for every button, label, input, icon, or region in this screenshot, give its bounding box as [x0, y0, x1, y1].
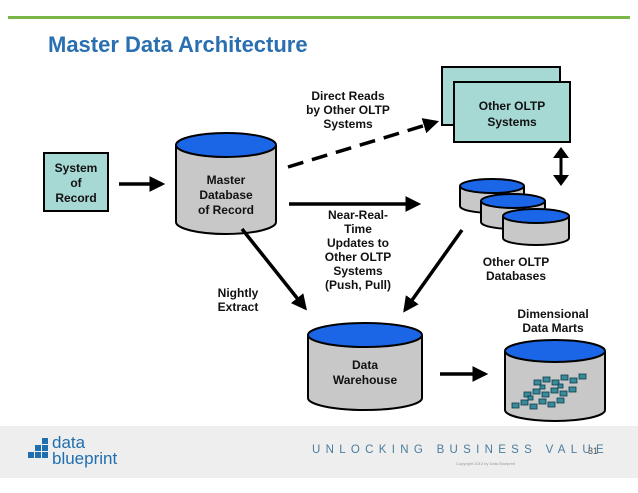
direct-reads-line-2: by Other OLTP	[306, 103, 390, 117]
master-database-cylinder: Master Database of Record	[175, 132, 277, 235]
star-schema-icon	[511, 373, 587, 410]
oltp-databases-line-1: Other OLTP	[483, 255, 549, 269]
logo-mark-icon	[28, 438, 48, 458]
arrow-oltp-to-warehouse	[403, 228, 464, 313]
architecture-diagram: System of Record Master Database of Reco…	[43, 66, 606, 422]
double-arrow-systems-databases	[553, 147, 569, 186]
data-blueprint-logo: data blueprint	[28, 434, 117, 468]
other-oltp-systems-line-2: Systems	[487, 115, 537, 129]
marts-line-1: Dimensional	[517, 307, 588, 321]
logo-word-bottom: blueprint	[52, 449, 117, 468]
footer-copyright: Copyright 2013 by Data Blueprint	[456, 461, 515, 466]
warehouse-line-1: Data	[352, 358, 378, 372]
nrt-line-6: (Push, Pull)	[325, 278, 391, 292]
other-oltp-systems-boxes: Other OLTP Systems	[441, 66, 571, 143]
data-marts-cylinder	[504, 339, 606, 422]
arrow-direct-reads-dashed	[287, 118, 440, 169]
slide-title: Master Data Architecture	[48, 32, 308, 57]
nrt-line-3: Updates to	[327, 236, 389, 250]
nrt-line-4: Other OLTP	[325, 250, 391, 264]
direct-reads-line-3: Systems	[323, 117, 373, 131]
direct-reads-line-1: Direct Reads	[311, 89, 385, 103]
master-db-line-2: Database	[199, 188, 253, 202]
system-of-record-line-3: Record	[55, 191, 96, 205]
footer-band	[0, 426, 638, 478]
other-oltp-databases-cylinders: Other OLTP Databases	[459, 178, 570, 283]
marts-line-2: Data Marts	[522, 321, 584, 335]
nightly-extract-label: Nightly Extract	[218, 286, 259, 314]
nrt-line-1: Near-Real-	[328, 208, 388, 222]
nrt-line-5: Systems	[333, 264, 383, 278]
nrt-line-2: Time	[344, 222, 372, 236]
top-accent-rule	[8, 16, 630, 19]
page-number: 31	[588, 446, 599, 456]
master-db-line-1: Master	[207, 173, 246, 187]
arrow-master-to-warehouse	[240, 227, 307, 311]
dimensional-marts-label: Dimensional Data Marts	[517, 307, 588, 335]
nightly-line-2: Extract	[218, 300, 259, 314]
master-db-line-3: of Record	[198, 203, 254, 217]
other-oltp-systems-line-1: Other OLTP	[479, 99, 545, 113]
system-of-record-box: System of Record	[43, 152, 109, 212]
data-warehouse-cylinder: Data Warehouse	[307, 322, 423, 411]
system-of-record-line-1: System	[55, 161, 98, 175]
logo-word-top: data	[52, 434, 86, 452]
warehouse-line-2: Warehouse	[333, 373, 398, 387]
footer-tagline: UNLOCKING BUSINESS VALUE	[312, 444, 609, 456]
direct-reads-label: Direct Reads by Other OLTP Systems	[306, 89, 390, 131]
nightly-line-1: Nightly	[218, 286, 259, 300]
oltp-databases-line-2: Databases	[486, 269, 546, 283]
system-of-record-line-2: of	[70, 176, 82, 190]
near-real-time-label: Near-Real- Time Updates to Other OLTP Sy…	[325, 208, 391, 292]
